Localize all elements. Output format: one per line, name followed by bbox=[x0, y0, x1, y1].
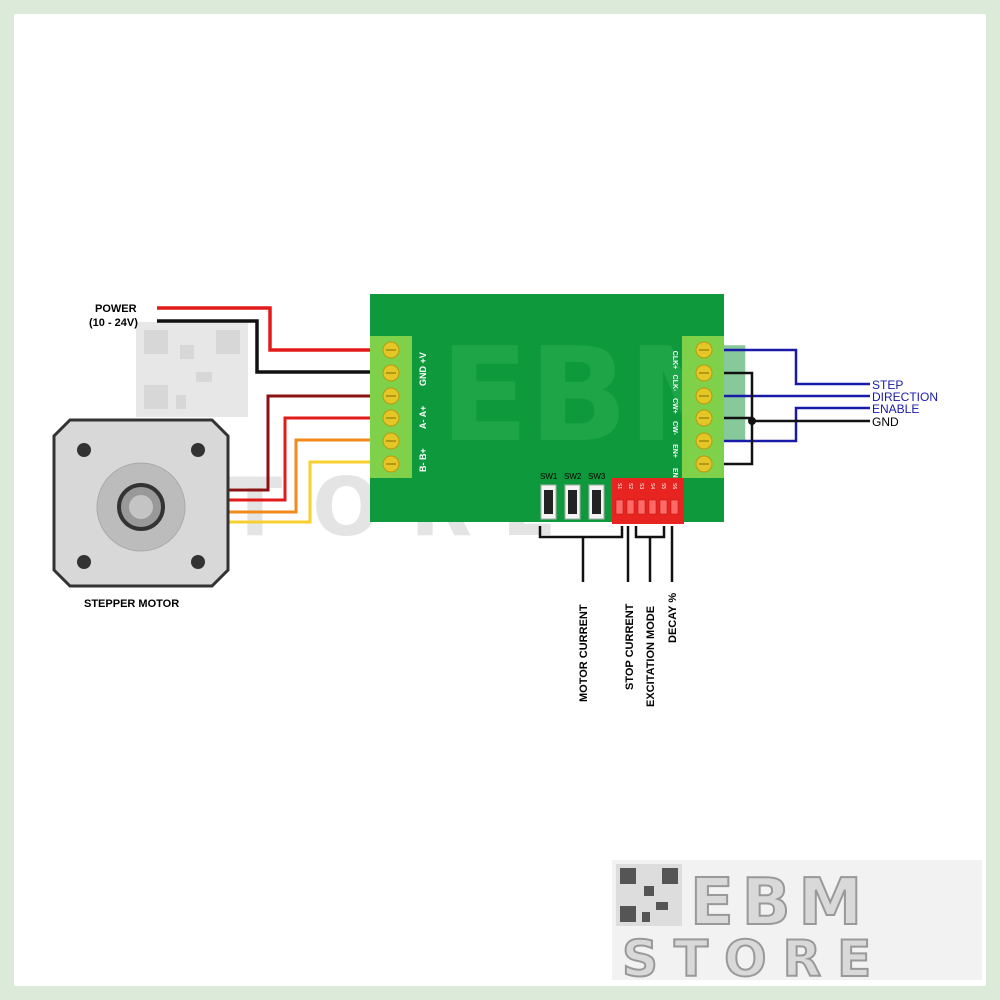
dip-label-4: S4 bbox=[649, 483, 655, 489]
power-wires bbox=[157, 306, 372, 374]
logo-store: STORE bbox=[622, 930, 887, 986]
wire-power-gnd bbox=[157, 319, 372, 374]
logo-ebm: EBM bbox=[690, 866, 870, 940]
setting-brackets bbox=[538, 526, 674, 582]
dip-switch: S1 S2 S3 S4 S5 S6 bbox=[612, 478, 684, 524]
power-label: POWER bbox=[95, 303, 137, 315]
driver-board: EBM GND +V A- A+ B- B+ CLK+CLK-CW+CW-EN+… bbox=[370, 294, 757, 524]
wire-b-plus bbox=[228, 438, 372, 514]
switch-label-3: SW3 bbox=[588, 472, 606, 481]
signal-gnd-label: GND bbox=[872, 415, 899, 429]
power-range: (10 - 24V) bbox=[89, 317, 138, 329]
right-terminal-label-3: CW+ bbox=[671, 398, 678, 414]
dip-label-6: S6 bbox=[671, 483, 677, 489]
current-switches: SW1 SW2 SW3 bbox=[540, 472, 606, 520]
dip-label-1: S1 bbox=[616, 483, 622, 489]
label-gnd-plusv: GND +V bbox=[418, 352, 428, 386]
signal-enable-label: ENABLE bbox=[872, 402, 919, 416]
wiring-diagram: EBM STORE POWER (10 - 24V) STEPPER MOTOR… bbox=[52, 294, 982, 989]
wire-b-minus bbox=[228, 460, 372, 524]
right-terminal-label-2: CLK- bbox=[671, 375, 678, 392]
diagram-canvas: EBM STORE POWER (10 - 24V) STEPPER MOTOR… bbox=[14, 14, 986, 989]
wire-a-plus bbox=[228, 394, 372, 492]
dip-toggle-3 bbox=[637, 499, 646, 515]
decay-label: DECAY % bbox=[667, 593, 679, 643]
terminal-block-right bbox=[682, 336, 724, 478]
right-terminal-labels: CLK+ CLK- CW+ CW- EN+ EN- bbox=[671, 351, 678, 481]
right-terminal-label-1: CLK+ bbox=[671, 351, 678, 369]
label-b-terminals: B- B+ bbox=[418, 448, 428, 472]
signal-direction-label: DIRECTION bbox=[872, 390, 938, 404]
excitation-mode-label: EXCITATION MODE bbox=[645, 606, 657, 707]
wire-a-minus bbox=[228, 416, 372, 502]
right-terminal-label-5: EN+ bbox=[671, 444, 678, 458]
right-terminal-label-4: CW- bbox=[671, 421, 678, 436]
dip-label-5: S5 bbox=[660, 483, 666, 489]
dip-label-2: S2 bbox=[627, 483, 633, 489]
dip-toggle-6 bbox=[670, 499, 679, 515]
stop-current-label: STOP CURRENT bbox=[624, 603, 636, 690]
wire-power-positive bbox=[157, 306, 372, 352]
right-screws bbox=[695, 341, 713, 473]
right-terminal-label-6: EN- bbox=[671, 468, 678, 481]
switch-label-2: SW2 bbox=[564, 472, 582, 481]
gnd-junction bbox=[748, 417, 756, 425]
dip-toggle-5 bbox=[659, 499, 668, 515]
motor-wires bbox=[228, 394, 372, 524]
terminal-block-left bbox=[370, 336, 412, 478]
signal-step-label: STEP bbox=[872, 378, 903, 392]
stepper-motor bbox=[52, 418, 230, 588]
motor-current-label: MOTOR CURRENT bbox=[578, 604, 590, 702]
control-wires bbox=[724, 348, 870, 466]
dip-label-3: S3 bbox=[638, 483, 644, 489]
wire-enable bbox=[724, 406, 870, 443]
store-logo: EBM STORE bbox=[612, 860, 982, 989]
left-screws bbox=[382, 341, 400, 473]
switch-label-1: SW1 bbox=[540, 472, 558, 481]
dip-toggle-1 bbox=[615, 499, 624, 515]
stepper-motor-label: STEPPER MOTOR bbox=[84, 598, 179, 610]
wire-step bbox=[724, 348, 870, 386]
label-a-terminals: A- A+ bbox=[418, 406, 428, 429]
dip-toggle-4 bbox=[648, 499, 657, 515]
dip-toggle-2 bbox=[626, 499, 635, 515]
